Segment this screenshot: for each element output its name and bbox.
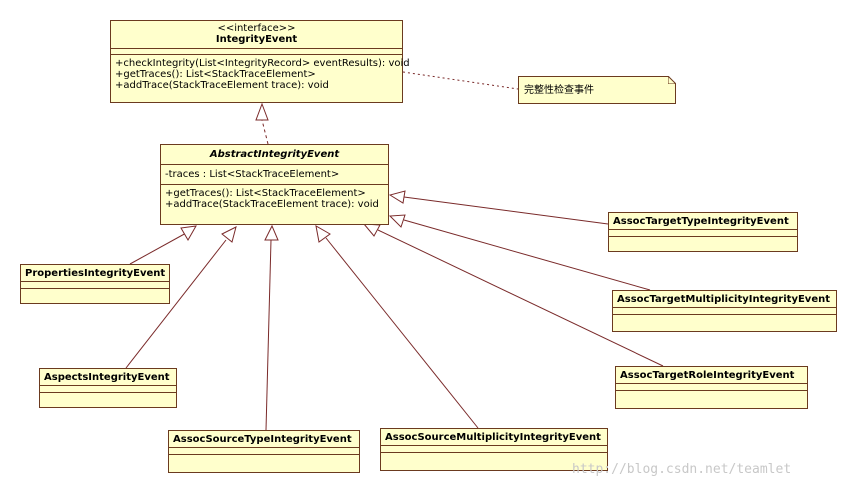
class-header: AssocSourceTypeIntegrityEvent [169,431,359,448]
operation: +addTrace(StackTraceElement trace): void [165,199,379,210]
class-header: AssocTargetTypeIntegrityEvent [609,213,797,230]
operation: +getTraces(): List<StackTraceElement> [165,188,366,199]
class-name: PropertiesIntegrityEvent [25,268,166,279]
class-header: AssocTargetRoleIntegrityEvent [616,367,807,384]
attributes-section [616,384,807,391]
attributes-section [609,230,797,237]
class-header: PropertiesIntegrityEvent [21,265,169,282]
operations-section [616,391,807,397]
generalization-arrowhead-target-role [362,223,381,237]
operations-section [609,237,797,243]
class-assoc-target-role-integrity-event[interactable]: AssocTargetRoleIntegrityEvent [615,366,808,409]
note-text: 完整性检查事件 [524,85,594,96]
attributes-section [40,386,176,393]
class-properties-integrity-event[interactable]: PropertiesIntegrityEvent [20,264,170,304]
class-aspects-integrity-event[interactable]: AspectsIntegrityEvent [39,368,177,408]
operation: +getTraces(): List<StackTraceElement> [115,69,316,80]
generalization-arrowhead-aspects [221,226,237,243]
attributes-section: -traces : List<StackTraceElement> [161,165,388,185]
generalization-line-source-multiplicity [325,237,479,429]
note-anchor-line [402,71,519,90]
attributes-section [381,446,607,453]
abstract-integrity-event[interactable]: AbstractIntegrityEvent -traces : List<St… [160,144,389,225]
generalization-line-target-type [403,196,609,225]
generalization-line-source-type [265,239,272,431]
class-assoc-source-multiplicity-integrity-event[interactable]: AssocSourceMultiplicityIntegrityEvent [380,428,608,471]
operations-section [40,393,176,399]
class-header: AssocTargetMultiplicityIntegrityEvent [613,291,836,308]
class-name: IntegrityEvent [215,34,298,45]
operations-section: +checkIntegrity(List<IntegrityRecord> ev… [111,55,410,94]
generalization-line-target-role [377,229,664,367]
operations-section [613,315,836,321]
operation: +checkIntegrity(List<IntegrityRecord> ev… [115,58,410,69]
realization-arrowhead [255,102,269,121]
attributes-section [169,448,359,455]
class-name: AssocSourceMultiplicityIntegrityEvent [385,432,601,443]
generalization-arrowhead-target-multiplicity [388,214,406,228]
class-assoc-target-type-integrity-event[interactable]: AssocTargetTypeIntegrityEvent [608,212,798,252]
class-name: AssocTargetRoleIntegrityEvent [620,370,795,381]
attribute: -traces : List<StackTraceElement> [165,169,340,180]
note-fold-corner [668,76,676,84]
generalization-arrowhead-target-type [388,190,406,204]
class-name: AssocSourceTypeIntegrityEvent [173,434,352,445]
class-assoc-source-type-integrity-event[interactable]: AssocSourceTypeIntegrityEvent [168,430,360,473]
class-name: AspectsIntegrityEvent [44,372,170,383]
generalization-line-target-multiplicity [403,219,651,291]
note-box[interactable]: 完整性检查事件 [518,76,676,104]
stereotype-label: <<interface>> [217,23,296,34]
class-name: AbstractIntegrityEvent [209,149,340,160]
attributes-section [613,308,836,315]
operation: +addTrace(StackTraceElement trace): void [115,80,329,91]
class-header: AbstractIntegrityEvent [161,145,388,165]
class-name: AssocTargetMultiplicityIntegrityEvent [617,294,830,305]
attributes-section [21,282,169,289]
realization-line [261,119,269,145]
generalization-arrowhead-source-type [264,224,279,241]
operations-section [381,453,607,459]
generalization-arrowhead-properties [180,225,197,241]
class-header: <<interface>> IntegrityEvent [111,21,402,49]
class-name: AssocTargetTypeIntegrityEvent [613,216,789,227]
watermark-text: http://blog.csdn.net/teamlet [572,462,792,477]
operations-section: +getTraces(): List<StackTraceElement> +a… [161,185,388,213]
class-assoc-target-multiplicity-integrity-event[interactable]: AssocTargetMultiplicityIntegrityEvent [612,290,837,332]
class-header: AssocSourceMultiplicityIntegrityEvent [381,429,607,446]
operations-section [169,455,359,461]
operations-section [21,289,169,295]
generalization-line-properties [129,231,189,265]
class-header: AspectsIntegrityEvent [40,369,176,386]
generalization-line-aspects [125,239,227,369]
attributes-section [111,49,402,55]
generalization-arrowhead-source-multiplicity [315,225,331,243]
interface-integrity-event[interactable]: <<interface>> IntegrityEvent +checkInteg… [110,20,410,103]
